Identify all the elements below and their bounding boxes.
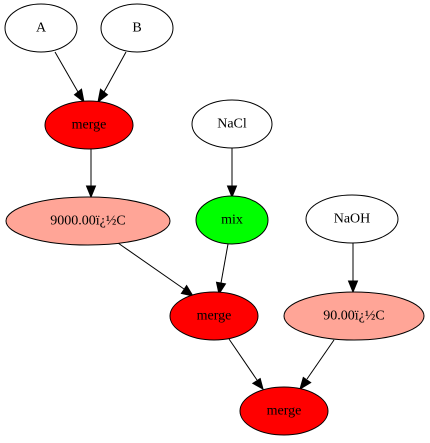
node-temp1-label: 9000.00ï¿½C	[50, 214, 125, 229]
node-mix: mix	[195, 195, 269, 245]
node-b-label: B	[132, 21, 141, 36]
node-naoh-shape	[305, 194, 399, 244]
node-a-label: A	[36, 21, 47, 36]
node-temp2-shape	[283, 291, 425, 341]
node-merge3: merge	[239, 386, 329, 436]
node-mix-label: mix	[221, 213, 243, 228]
node-temp1: 9000.00ï¿½C	[5, 196, 171, 246]
node-merge2-label: merge	[197, 309, 232, 324]
node-merge3-shape	[239, 386, 329, 436]
edge-mix-to-merge2	[215, 243, 229, 296]
node-temp2-label: 90.00ï¿½C	[323, 309, 384, 324]
node-merge1: merge	[44, 100, 134, 150]
edge-nacl-to-mix	[226, 148, 238, 199]
edge-b-to-merge1	[97, 51, 127, 104]
node-nacl-shape	[191, 99, 273, 149]
node-layer: A B merge NaCl 9000.00ï¿½C mix NaOH mer	[4, 3, 425, 436]
node-naoh-label: NaOH	[334, 212, 371, 227]
node-merge1-label: merge	[72, 118, 107, 133]
node-nacl-label: NaCl	[217, 117, 247, 132]
node-b-shape	[100, 3, 174, 53]
edge-layer	[54, 51, 359, 391]
node-a: A	[4, 3, 78, 53]
node-b: B	[100, 3, 174, 53]
edge-temp2-to-merge3	[299, 339, 335, 391]
edge-naoh-to-temp2	[347, 242, 359, 294]
node-a-shape	[4, 3, 78, 53]
edge-merge1-to-temp1	[85, 149, 97, 199]
node-merge2: merge	[169, 291, 259, 341]
node-temp2: 90.00ï¿½C	[283, 291, 425, 341]
edge-temp1-to-merge2	[117, 242, 195, 297]
node-naoh: NaOH	[305, 194, 399, 244]
node-nacl: NaCl	[191, 99, 273, 149]
node-merge2-shape	[169, 291, 259, 341]
edge-merge2-to-merge3	[228, 338, 264, 391]
node-merge3-label: merge	[267, 404, 302, 419]
node-temp1-shape	[5, 196, 171, 246]
edge-a-to-merge1	[54, 51, 85, 104]
node-mix-shape	[195, 195, 269, 245]
node-merge1-shape	[44, 100, 134, 150]
